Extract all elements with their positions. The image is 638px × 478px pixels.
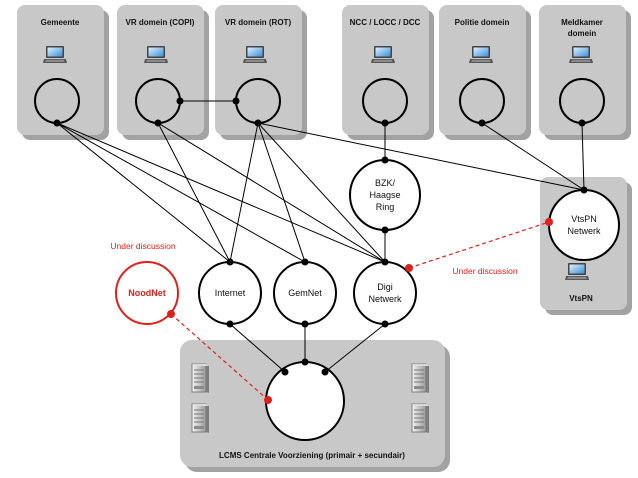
link-rot-digi — [257, 122, 386, 263]
junction-dot — [53, 119, 61, 127]
central-box-label: LCMS Centrale Voorziening (primair + sec… — [219, 451, 405, 460]
network-label-noodnet: NoodNet — [128, 288, 166, 298]
link-gemeente-digi — [56, 122, 386, 263]
domain-box-meldkamer: Meldkamer domein — [539, 5, 631, 140]
domain-label: Politie domein — [455, 18, 510, 27]
network-label: Haagse — [369, 190, 400, 200]
junction-dot — [301, 258, 309, 266]
junction-dot — [381, 320, 389, 328]
junction-dot — [321, 368, 329, 376]
junction-dot — [578, 119, 586, 127]
proposed-junction-dot — [264, 396, 272, 404]
network-label: Ring — [376, 202, 395, 212]
junction-dot — [226, 258, 234, 266]
junction-dot — [381, 226, 389, 234]
network-label: Internet — [215, 288, 246, 298]
vtspn-box-label: VtsPN — [569, 294, 593, 303]
domain-box-politie: Politie domein — [439, 5, 531, 140]
junction-dots — [53, 97, 588, 376]
domain-label: Meldkamer — [561, 18, 603, 27]
link-digi-vtspn — [408, 221, 550, 269]
link-digi-central — [324, 323, 386, 373]
domain-box-vr-copi: VR domein (COPI) — [117, 5, 209, 140]
note-under-discussion: Under discussion — [110, 241, 175, 251]
link-rot-vtspn — [257, 122, 585, 191]
central-ring — [265, 361, 345, 441]
proposed-junction-dots — [167, 218, 553, 404]
network-label: VtsPN — [571, 214, 597, 224]
link-meldkamer-vtspn — [581, 122, 585, 191]
junction-dot — [301, 358, 309, 366]
junction-dot — [154, 119, 162, 127]
network-circle-vtspn — [548, 189, 620, 261]
link-copi-internet — [157, 122, 231, 263]
junction-dot — [176, 97, 184, 105]
domain-label: VR domein (ROT) — [225, 18, 292, 27]
network-label: BZK/ — [375, 178, 396, 188]
server-icon — [191, 363, 210, 393]
junction-dot — [226, 320, 234, 328]
junction-dot — [254, 119, 262, 127]
domain-box-ncc: NCC / LOCC / DCC — [342, 5, 434, 140]
link-copi-digi — [157, 122, 386, 263]
domain-label: NCC / LOCC / DCC — [350, 18, 421, 27]
proposed-junction-dot — [405, 264, 413, 272]
domain-label: VR domein (COPI) — [126, 18, 195, 27]
server-icon — [191, 403, 210, 433]
proposed-junction-dot — [545, 218, 553, 226]
junction-dot — [232, 97, 240, 105]
network-circle-digi — [353, 261, 417, 325]
laptop-icon — [469, 46, 493, 63]
junction-dot — [478, 119, 486, 127]
laptop-icon — [569, 46, 593, 63]
proposed-connections — [170, 221, 550, 401]
junction-dot — [301, 320, 309, 328]
junction-dot — [381, 258, 389, 266]
laptop-icon — [43, 46, 67, 63]
junction-dot — [580, 186, 588, 194]
connections — [56, 100, 585, 373]
domain-box-vr-rot: VR domein (ROT) — [215, 5, 307, 140]
note-under-discussion: Under discussion — [452, 266, 517, 276]
network-circle-noodnet — [115, 261, 179, 325]
link-internet-central — [229, 323, 286, 373]
link-gemeente-gemnet — [56, 122, 306, 263]
server-icon — [411, 403, 430, 433]
network-label: Netwerk — [567, 226, 601, 236]
laptop-icon — [243, 46, 267, 63]
laptop-icon — [144, 46, 168, 63]
link-rot-gemnet — [257, 122, 306, 263]
junction-dot — [281, 368, 289, 376]
network-circles — [115, 159, 620, 441]
network-label: Digi — [377, 282, 393, 292]
laptop-icon — [565, 263, 589, 280]
link-politie-vtspn — [481, 122, 585, 191]
network-label: GemNet — [288, 288, 322, 298]
link-gemeente-internet — [56, 122, 231, 263]
server-icon — [411, 363, 430, 393]
junction-dot — [381, 156, 389, 164]
domain-box-gemeente: Gemeente — [17, 5, 109, 140]
proposed-junction-dot — [167, 310, 175, 318]
domain-label: domein — [568, 29, 597, 38]
laptop-icon — [371, 46, 395, 63]
network-label: Netwerk — [368, 294, 402, 304]
junction-dot — [381, 119, 389, 127]
link-rot-internet — [229, 122, 259, 263]
link-noodnet-central — [170, 313, 269, 401]
domain-label: Gemeente — [41, 18, 80, 27]
